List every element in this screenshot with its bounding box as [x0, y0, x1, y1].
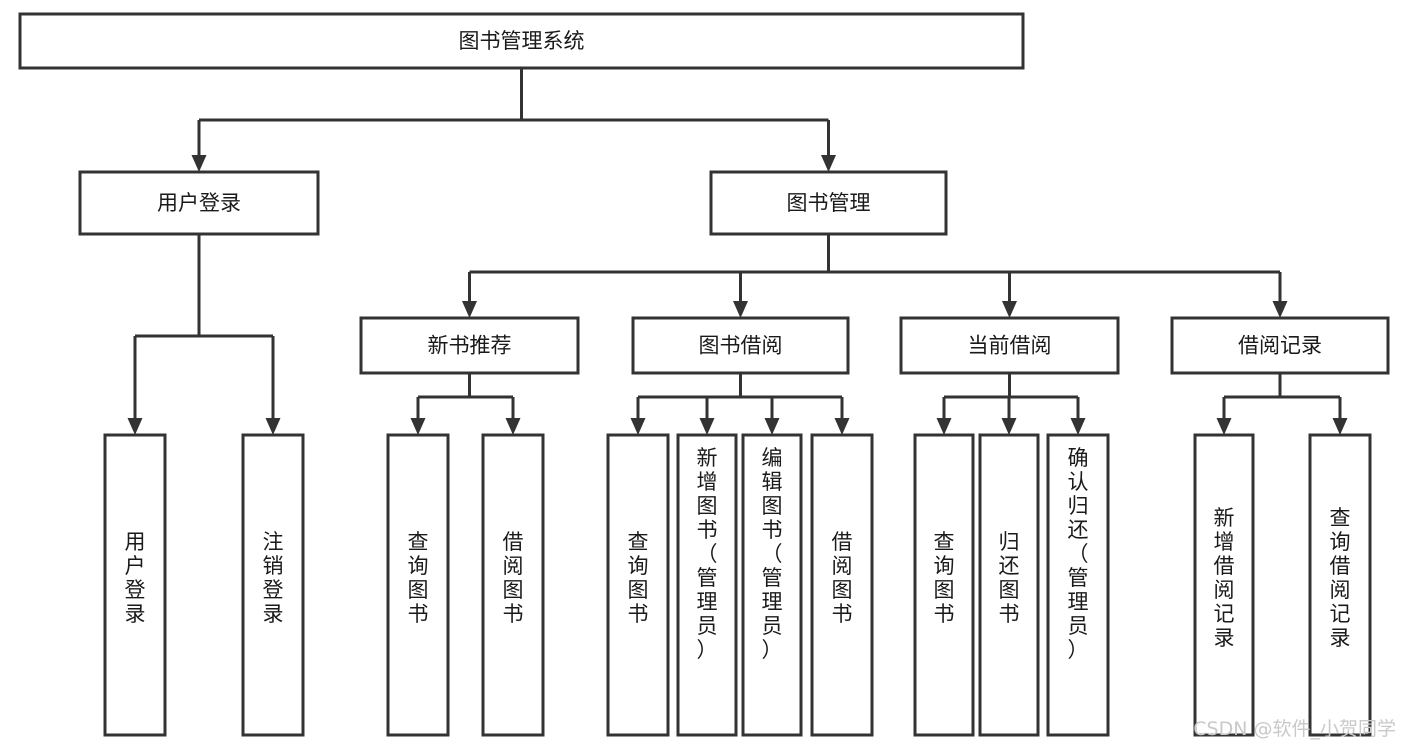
node-current-borrow[interactable]: 当前借阅 — [899, 316, 1120, 375]
node-label: 用户登录 — [125, 530, 146, 626]
node-leaf-user-logout[interactable]: 注销登录 — [241, 433, 305, 737]
node-box[interactable] — [676, 433, 738, 737]
node-book-manage[interactable]: 图书管理 — [709, 170, 948, 236]
node-leaf-borrow-add-book[interactable]: 新增图书（管理员） — [676, 433, 738, 737]
node-leaf-record-query[interactable]: 查询借阅记录 — [1308, 433, 1372, 737]
node-box[interactable] — [103, 433, 167, 737]
node-leaf-current-query-book[interactable]: 查询图书 — [913, 433, 975, 737]
node-book-borrow[interactable]: 图书借阅 — [631, 316, 850, 375]
node-leaf-current-return-book[interactable]: 归还图书 — [978, 433, 1040, 737]
node-box[interactable] — [709, 170, 948, 236]
connector-arrow-icon — [1272, 301, 1288, 318]
node-label: 借阅记录 — [1238, 334, 1322, 358]
node-box[interactable] — [810, 433, 874, 737]
node-label: 编辑图书（管理员） — [762, 446, 783, 662]
node-new-book-rec[interactable]: 新书推荐 — [359, 316, 580, 375]
node-box[interactable] — [913, 433, 975, 737]
node-box[interactable] — [386, 433, 450, 737]
node-box[interactable] — [78, 170, 320, 236]
connector-group — [1216, 373, 1348, 435]
connector-arrow-icon — [1001, 418, 1017, 435]
node-leaf-rec-query-book[interactable]: 查询图书 — [386, 433, 450, 737]
node-borrow-record[interactable]: 借阅记录 — [1170, 316, 1390, 375]
node-root[interactable]: 图书管理系统 — [18, 12, 1025, 70]
node-box[interactable] — [631, 316, 850, 375]
node-leaf-user-login[interactable]: 用户登录 — [103, 433, 167, 737]
node-label: 新增借阅记录 — [1214, 506, 1235, 650]
connector-arrow-icon — [821, 155, 836, 172]
node-leaf-borrow-borrow-book[interactable]: 借阅图书 — [810, 433, 874, 737]
connector-arrow-icon — [834, 418, 850, 435]
connector-arrow-icon — [936, 418, 952, 435]
node-leaf-borrow-query-book[interactable]: 查询图书 — [606, 433, 670, 737]
connector-arrow-icon — [764, 418, 780, 435]
node-box[interactable] — [978, 433, 1040, 737]
node-label: 归还图书 — [999, 530, 1020, 626]
node-label: 图书管理 — [787, 191, 871, 215]
connector-arrow-icon — [1002, 301, 1017, 318]
connector-arrow-icon — [505, 418, 521, 435]
connector-group — [936, 373, 1086, 435]
connector-arrow-icon — [410, 418, 426, 435]
node-label: 确认归还（管理员） — [1068, 446, 1089, 662]
connector-arrow-icon — [733, 301, 748, 318]
node-box[interactable] — [741, 433, 803, 737]
node-label: 借阅图书 — [503, 530, 524, 626]
connector-arrow-icon — [127, 418, 143, 435]
connector-arrow-icon — [630, 418, 646, 435]
node-label: 新书推荐 — [428, 334, 512, 358]
connector-group — [462, 234, 1288, 318]
node-box[interactable] — [241, 433, 305, 737]
node-label: 当前借阅 — [968, 334, 1052, 358]
node-box[interactable] — [1170, 316, 1390, 375]
node-leaf-rec-borrow-book[interactable]: 借阅图书 — [481, 433, 545, 737]
connector-group — [127, 234, 281, 435]
connector-group — [410, 373, 521, 435]
node-user-login[interactable]: 用户登录 — [78, 170, 320, 236]
connector-arrow-icon — [1070, 418, 1086, 435]
node-label: 注销登录 — [263, 530, 284, 626]
node-label: 用户登录 — [157, 191, 241, 215]
node-box[interactable] — [606, 433, 670, 737]
node-label: 查询图书 — [628, 530, 649, 626]
node-leaf-current-confirm-return[interactable]: 确认归还（管理员） — [1046, 433, 1110, 737]
node-leaf-borrow-edit-book[interactable]: 编辑图书（管理员） — [741, 433, 803, 737]
connector-group — [191, 68, 836, 172]
node-box[interactable] — [359, 316, 580, 375]
connector-arrow-icon — [265, 418, 281, 435]
node-box[interactable] — [1193, 433, 1255, 737]
connector-layer — [127, 68, 1348, 435]
connector-group — [630, 373, 850, 435]
node-label: 查询借阅记录 — [1330, 506, 1351, 650]
node-box[interactable] — [18, 12, 1025, 70]
node-label: 新增图书（管理员） — [697, 446, 718, 662]
node-layer: 图书管理系统用户登录图书管理新书推荐图书借阅当前借阅借阅记录用户登录注销登录查询… — [18, 12, 1390, 737]
node-box[interactable] — [1308, 433, 1372, 737]
connector-arrow-icon — [191, 155, 207, 172]
node-label: 图书管理系统 — [459, 29, 585, 53]
node-box[interactable] — [1046, 433, 1110, 737]
node-label: 图书借阅 — [699, 334, 783, 358]
node-box[interactable] — [899, 316, 1120, 375]
connector-arrow-icon — [1216, 418, 1232, 435]
node-label: 查询图书 — [408, 530, 429, 626]
node-label: 查询图书 — [934, 530, 955, 626]
connector-arrow-icon — [699, 418, 715, 435]
node-label: 借阅图书 — [832, 530, 853, 626]
node-box[interactable] — [481, 433, 545, 737]
connector-arrow-icon — [1332, 418, 1348, 435]
csdn-watermark: CSDN @软件_小贺同学 — [1193, 718, 1396, 740]
connector-arrow-icon — [462, 301, 477, 318]
node-leaf-record-add[interactable]: 新增借阅记录 — [1193, 433, 1255, 737]
